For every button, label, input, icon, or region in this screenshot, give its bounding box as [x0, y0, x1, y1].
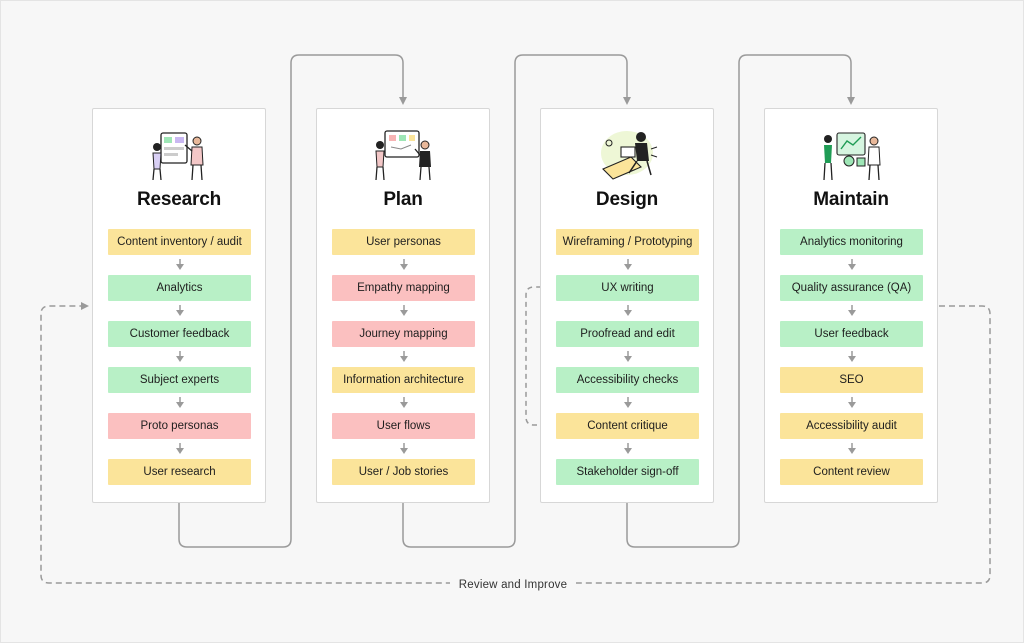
- plan-illustration-icon: [375, 130, 431, 181]
- down-arrow-icon: [624, 351, 632, 362]
- down-arrow-icon: [848, 259, 856, 270]
- down-arrow-icon: [624, 443, 632, 454]
- step-box: Accessibility audit: [780, 413, 923, 439]
- maintain-illustration-icon: [823, 132, 881, 181]
- down-arrow-icon: [400, 443, 408, 454]
- column-title: Research: [137, 189, 221, 210]
- down-arrow-icon: [848, 305, 856, 316]
- down-arrow-icon: [400, 351, 408, 362]
- step-box: Customer feedback: [108, 321, 251, 347]
- step-box: User research: [108, 459, 251, 485]
- step-box: Information architecture: [332, 367, 475, 393]
- column-title: Plan: [383, 189, 423, 210]
- step-box: User / Job stories: [332, 459, 475, 485]
- column-title: Maintain: [813, 189, 889, 210]
- step-box: Wireframing / Prototyping: [556, 229, 699, 255]
- step-box: Empathy mapping: [332, 275, 475, 301]
- down-arrow-icon: [176, 305, 184, 316]
- step-box: Analytics: [108, 275, 251, 301]
- review-and-improve-label: Review and Improve: [450, 577, 576, 593]
- step-box: Subject experts: [108, 367, 251, 393]
- down-arrow-icon: [624, 397, 632, 408]
- step-box: User personas: [332, 229, 475, 255]
- down-arrow-icon: [176, 397, 184, 408]
- down-arrow-icon: [400, 259, 408, 270]
- down-arrow-icon: [848, 443, 856, 454]
- step-box: Content inventory / audit: [108, 229, 251, 255]
- column-design: Design Wireframing / Prototyping UX writi…: [540, 108, 714, 503]
- research-illustration-icon: [152, 132, 204, 181]
- column-title: Design: [595, 189, 659, 210]
- down-arrow-icon: [176, 443, 184, 454]
- step-box: Journey mapping: [332, 321, 475, 347]
- step-box: Proofread and edit: [556, 321, 699, 347]
- down-arrow-icon: [176, 259, 184, 270]
- step-box: Analytics monitoring: [780, 229, 923, 255]
- down-arrow-icon: [176, 351, 184, 362]
- step-box: UX writing: [556, 275, 699, 301]
- step-box: SEO: [780, 367, 923, 393]
- step-box: Content review: [780, 459, 923, 485]
- step-box: Proto personas: [108, 413, 251, 439]
- step-box: Content critique: [556, 413, 699, 439]
- down-arrow-icon: [848, 397, 856, 408]
- down-arrow-icon: [624, 305, 632, 316]
- design-illustration-icon: [601, 131, 658, 180]
- step-box: User flows: [332, 413, 475, 439]
- down-arrow-icon: [624, 259, 632, 270]
- step-box: Accessibility checks: [556, 367, 699, 393]
- down-arrow-icon: [400, 305, 408, 316]
- step-box: User feedback: [780, 321, 923, 347]
- step-box: Stakeholder sign-off: [556, 459, 699, 485]
- down-arrow-icon: [848, 351, 856, 362]
- down-arrow-icon: [400, 397, 408, 408]
- step-box: Quality assurance (QA): [780, 275, 923, 301]
